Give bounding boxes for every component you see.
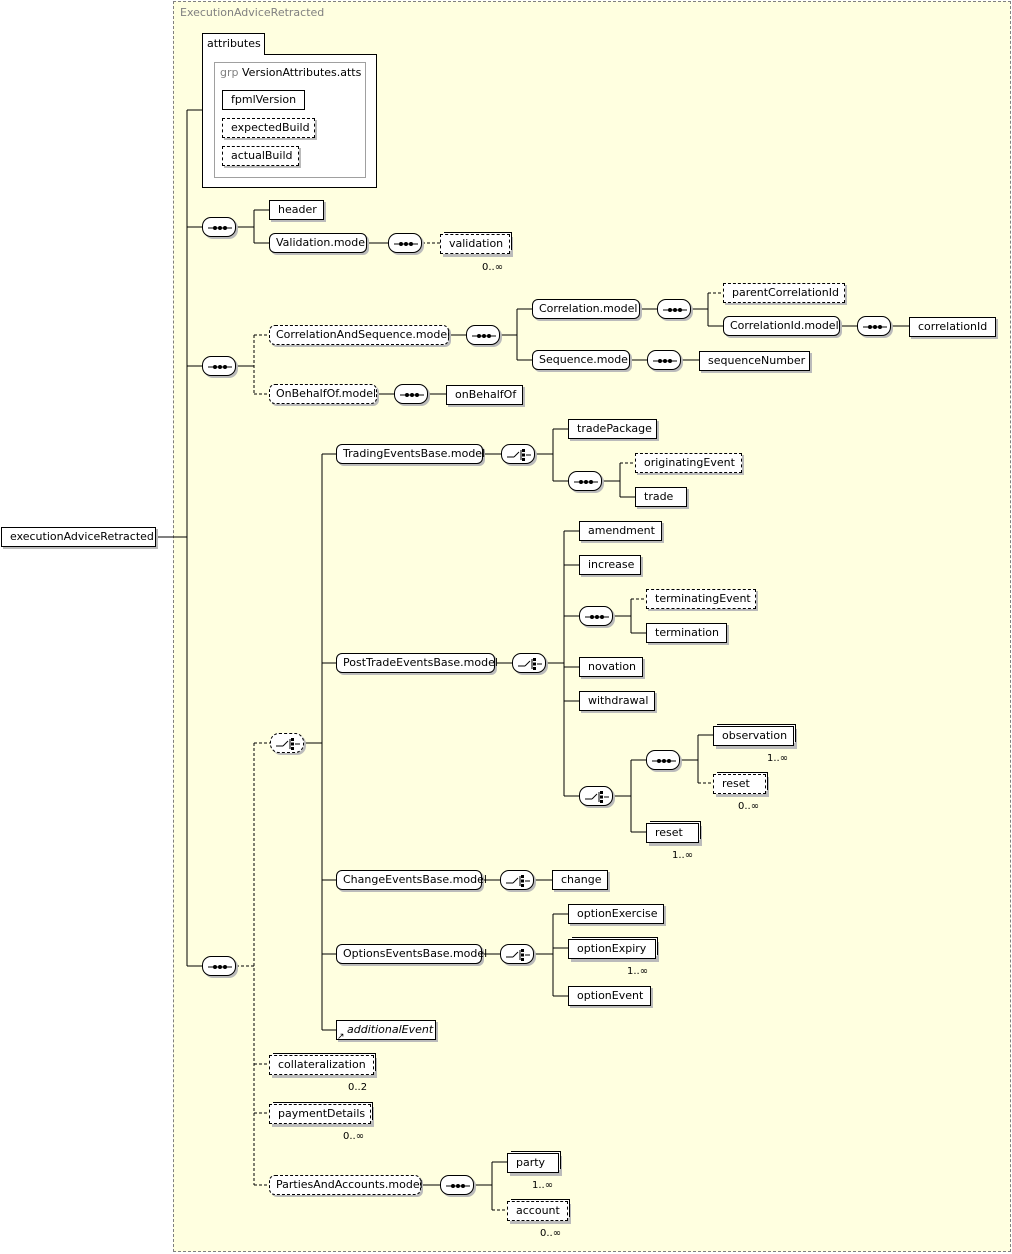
sequence-icon xyxy=(574,480,598,484)
element-novation[interactable]: novation xyxy=(579,657,643,677)
cardinality-option-expiry: 1..∞ xyxy=(627,966,649,977)
element-trade[interactable]: trade xyxy=(635,487,687,507)
group-parties-and-accounts-model[interactable]: PartiesAndAccounts.model xyxy=(269,1175,423,1195)
reference-arrow-icon: ↗ xyxy=(337,1032,345,1042)
element-collateralization[interactable]: collateralization xyxy=(269,1055,374,1075)
sequence-icon xyxy=(653,359,677,363)
attribute-fpml-version[interactable]: fpmlVersion xyxy=(222,90,305,110)
sequence-icon xyxy=(208,965,232,969)
element-reset[interactable]: reset xyxy=(646,823,699,843)
attribute-group-label: grp VersionAttributes.atts xyxy=(220,66,361,79)
sequence-compositor-2[interactable] xyxy=(202,356,236,376)
element-account[interactable]: account xyxy=(507,1201,568,1221)
group-sequence-model[interactable]: Sequence.model xyxy=(532,350,631,370)
element-additional-event[interactable]: additionalEvent xyxy=(336,1020,436,1040)
choice-compositor-observation-reset[interactable] xyxy=(579,786,613,806)
cardinality-reset-optional: 0..∞ xyxy=(738,801,760,812)
element-option-event[interactable]: optionEvent xyxy=(568,986,651,1006)
sequence-compositor-observation[interactable] xyxy=(646,750,680,770)
attributes-tab: attributes xyxy=(202,33,265,55)
element-parent-correlation-id[interactable]: parentCorrelationId xyxy=(723,283,845,303)
group-trading-events-base-model[interactable]: TradingEventsBase.model xyxy=(336,444,485,464)
element-payment-details[interactable]: paymentDetails xyxy=(269,1104,371,1124)
element-header[interactable]: header xyxy=(269,200,324,220)
group-correlation-model[interactable]: Correlation.model xyxy=(532,299,640,319)
element-originating-event[interactable]: originatingEvent xyxy=(635,453,742,473)
element-party[interactable]: party xyxy=(507,1153,559,1173)
choice-icon xyxy=(276,738,300,750)
sequence-icon xyxy=(585,615,609,619)
element-on-behalf-of[interactable]: onBehalfOf xyxy=(446,385,523,405)
sequence-compositor-3[interactable] xyxy=(202,956,236,976)
sequence-icon xyxy=(863,325,887,329)
sequence-compositor-parties[interactable] xyxy=(440,1175,474,1195)
element-sequence-number[interactable]: sequenceNumber xyxy=(699,351,810,371)
element-amendment[interactable]: amendment xyxy=(579,521,662,541)
choice-compositor-change[interactable] xyxy=(500,870,534,890)
element-termination[interactable]: termination xyxy=(646,623,727,643)
cardinality-validation: 0..∞ xyxy=(482,262,504,273)
sequence-icon xyxy=(208,226,232,230)
element-correlation-id[interactable]: correlationId xyxy=(909,317,996,337)
cardinality-reset: 1..∞ xyxy=(672,850,694,861)
element-option-expiry[interactable]: optionExpiry xyxy=(568,939,656,959)
element-reset-optional[interactable]: reset xyxy=(713,774,766,794)
group-keyword: grp xyxy=(220,66,239,79)
group-correlation-and-sequence-model[interactable]: CorrelationAndSequence.model xyxy=(269,325,450,345)
sequence-compositor-sequence[interactable] xyxy=(647,350,681,370)
cardinality-party: 1..∞ xyxy=(532,1180,554,1191)
root-element-execution-advice-retracted[interactable]: executionAdviceRetracted xyxy=(1,527,156,547)
choice-icon xyxy=(518,658,542,670)
cardinality-observation: 1..∞ xyxy=(767,753,789,764)
element-withdrawal[interactable]: withdrawal xyxy=(579,691,655,711)
group-options-events-base-model[interactable]: OptionsEventsBase.model xyxy=(336,944,487,964)
element-increase[interactable]: increase xyxy=(579,555,641,575)
element-option-exercise[interactable]: optionExercise xyxy=(568,904,664,924)
element-validation[interactable]: validation xyxy=(440,234,510,254)
sequence-compositor-validation[interactable] xyxy=(388,233,422,253)
choice-compositor-trading[interactable] xyxy=(501,444,535,464)
choice-compositor-post-trade[interactable] xyxy=(512,653,546,673)
sequence-compositor-trading[interactable] xyxy=(568,471,602,491)
choice-icon xyxy=(506,875,530,887)
choice-icon xyxy=(585,791,609,803)
sequence-icon xyxy=(400,393,424,397)
group-post-trade-events-base-model[interactable]: PostTradeEventsBase.model xyxy=(336,653,498,673)
cardinality-collateralization: 0..2 xyxy=(348,1082,368,1093)
sequence-compositor-correlation-id[interactable] xyxy=(857,316,891,336)
cardinality-account: 0..∞ xyxy=(540,1228,562,1239)
attribute-group-name: VersionAttributes.atts xyxy=(242,66,362,79)
attribute-actual-build[interactable]: actualBuild xyxy=(222,146,299,166)
sequence-icon xyxy=(472,334,496,338)
choice-icon xyxy=(506,949,530,961)
group-change-events-base-model[interactable]: ChangeEventsBase.model xyxy=(336,870,487,890)
choice-icon xyxy=(507,449,531,461)
group-correlation-id-model[interactable]: CorrelationId.model xyxy=(723,316,840,336)
group-on-behalf-of-model[interactable]: OnBehalfOf.model xyxy=(269,384,377,404)
element-terminating-event[interactable]: terminatingEvent xyxy=(646,589,756,609)
sequence-compositor-termination[interactable] xyxy=(579,606,613,626)
sequence-icon xyxy=(446,1184,470,1188)
sequence-compositor-correlation-and-sequence[interactable] xyxy=(466,325,500,345)
element-observation[interactable]: observation xyxy=(713,726,794,746)
choice-compositor-options[interactable] xyxy=(500,944,534,964)
element-change[interactable]: change xyxy=(552,870,608,890)
sequence-icon xyxy=(663,308,687,312)
complex-type-title: ExecutionAdviceRetracted xyxy=(180,6,325,19)
sequence-icon xyxy=(652,759,676,763)
sequence-compositor-on-behalf-of[interactable] xyxy=(394,384,428,404)
sequence-compositor-1[interactable] xyxy=(202,217,236,237)
sequence-compositor-correlation[interactable] xyxy=(657,299,691,319)
cardinality-payment-details: 0..∞ xyxy=(343,1131,365,1142)
sequence-icon xyxy=(208,365,232,369)
sequence-icon xyxy=(394,242,418,246)
choice-compositor-events[interactable] xyxy=(270,733,304,753)
attribute-expected-build[interactable]: expectedBuild xyxy=(222,118,315,138)
element-trade-package[interactable]: tradePackage xyxy=(568,419,657,439)
group-validation-model[interactable]: Validation.model xyxy=(269,233,368,253)
